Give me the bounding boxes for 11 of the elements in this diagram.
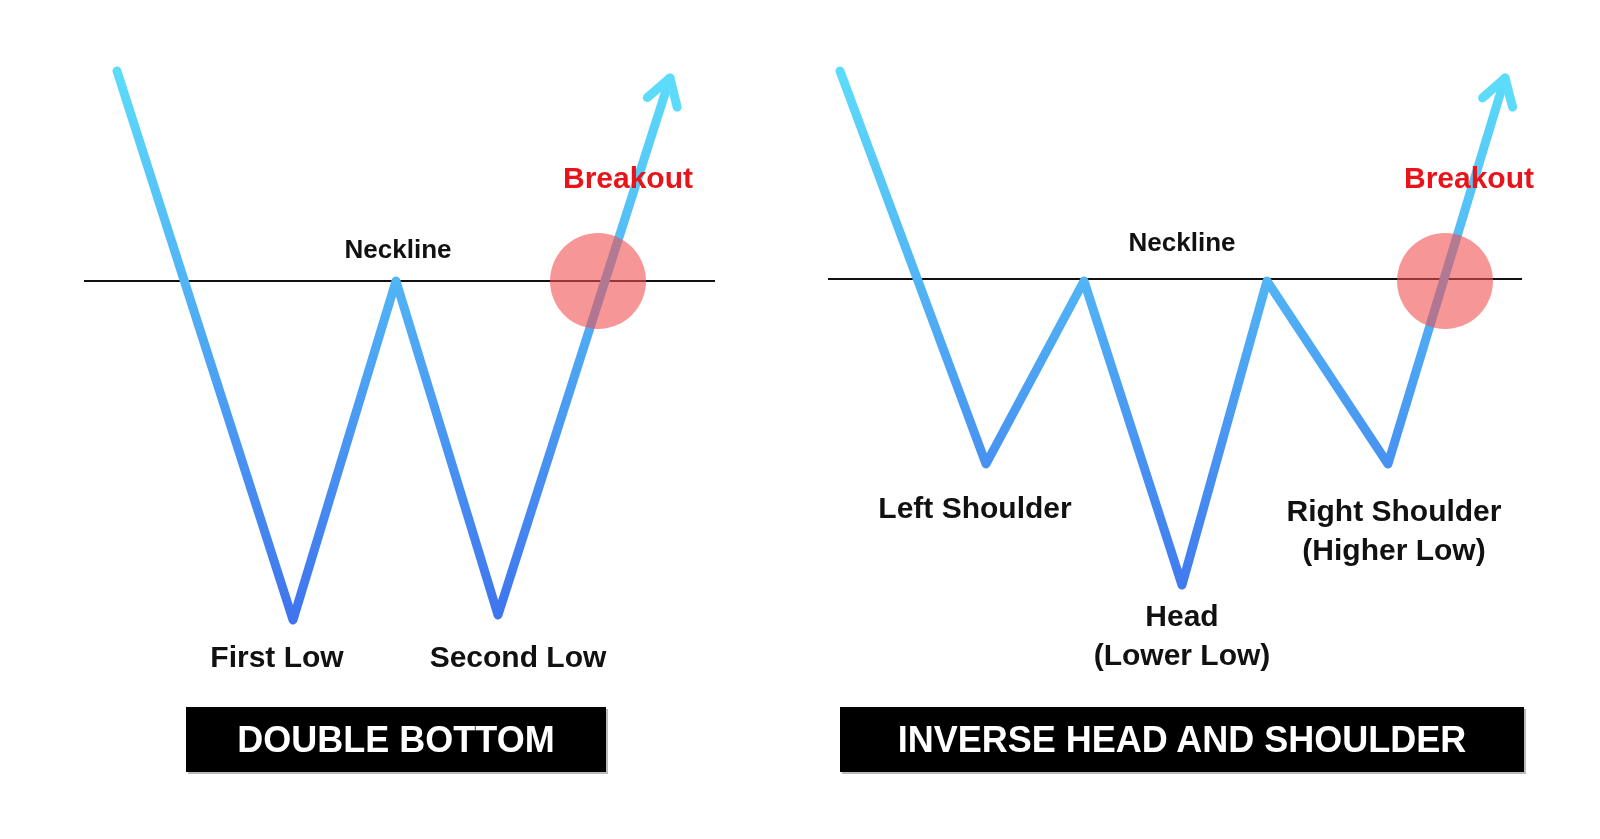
point-label: Left Shoulder [878, 489, 1072, 526]
point-label: Head (Lower Low) [1092, 598, 1272, 673]
title-banner [186, 707, 606, 772]
point-label: Right Shoulder (Higher Low) [1285, 493, 1503, 568]
point-label: First Low [210, 638, 344, 675]
point-label: Second Low [429, 638, 607, 675]
neckline-label: Neckline [1128, 226, 1236, 260]
title-text: INVERSE HEAD AND SHOULDER [897, 718, 1467, 761]
title-text: DOUBLE BOTTOM [237, 718, 555, 761]
title-banner [840, 707, 1524, 772]
neckline-label: Neckline [344, 233, 452, 267]
